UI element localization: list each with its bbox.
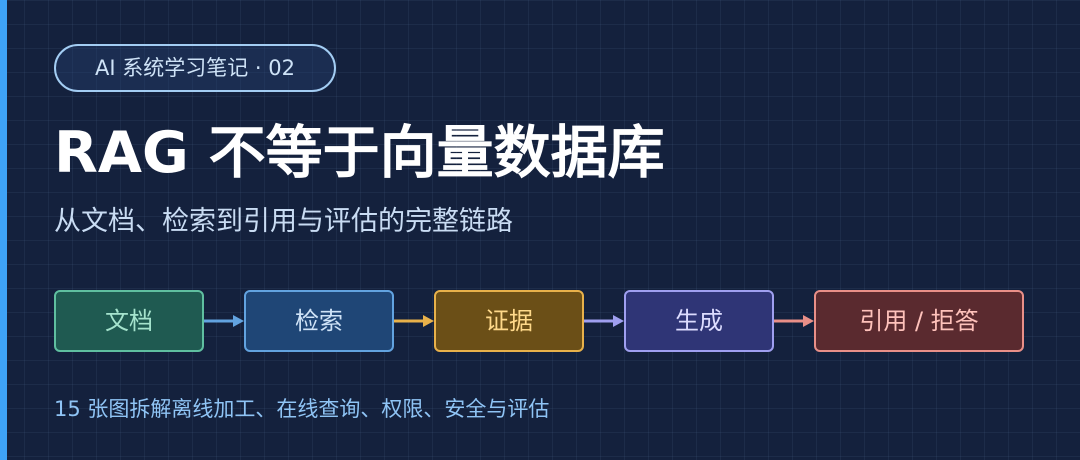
arrow-evidence-to-generation (584, 315, 624, 327)
flow-node-retrieval: 检索 (244, 290, 394, 352)
left-accent-bar (0, 0, 7, 460)
flow-node-citation-refusal: 引用 / 拒答 (814, 290, 1024, 352)
flow-node-evidence: 证据 (434, 290, 584, 352)
series-tag: AI 系统学习笔记 · 02 (54, 44, 336, 92)
arrow-documents-to-retrieval (204, 315, 244, 327)
arrow-generation-to-citation (774, 315, 814, 327)
footer-note: 15 张图拆解离线加工、在线查询、权限、安全与评估 (54, 397, 550, 421)
arrow-retrieval-to-evidence (394, 315, 434, 327)
page-subtitle: 从文档、检索到引用与评估的完整链路 (54, 206, 513, 237)
flow-node-documents: 文档 (54, 290, 204, 352)
page-title: RAG 不等于向量数据库 (54, 120, 665, 186)
flow-node-generation: 生成 (624, 290, 774, 352)
